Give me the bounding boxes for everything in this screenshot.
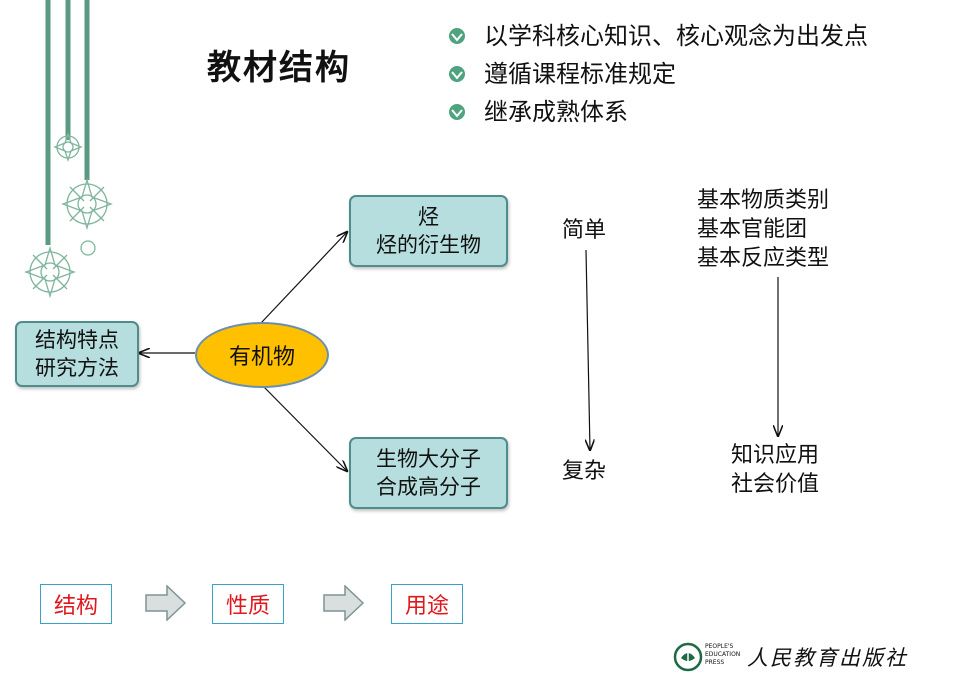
- center-node: 有机物: [195, 322, 329, 388]
- flow-box-use: 用途: [391, 584, 463, 624]
- focus-result: 知识应用 社会价值: [731, 443, 820, 497]
- publisher-emblem-icon: [673, 642, 703, 672]
- flow-arrow-icon: [323, 585, 365, 621]
- bullet-item: 以学科核心知识、核心观念为出发点: [446, 18, 868, 56]
- bottom-node: 生物大分子 合成高分子: [349, 437, 508, 509]
- publisher-en-name: PEOPLE'S EDUCATION PRESS: [705, 643, 741, 666]
- label-simple: 简单: [562, 218, 607, 243]
- bullet-icon: [449, 66, 465, 82]
- focus-list: 基本物质类别 基本官能团 基本反应类型: [697, 188, 830, 271]
- label-complex: 复杂: [562, 459, 607, 484]
- page-title: 教材结构: [207, 48, 351, 88]
- flow-arrow-icon: [145, 585, 187, 621]
- arrow-to-bottom-node: [260, 383, 347, 471]
- publisher-logo: PEOPLE'S EDUCATION PRESS 人民教育出版社: [673, 640, 923, 680]
- bullet-icon: [449, 104, 465, 120]
- top-node: 烃 烃的衍生物: [349, 195, 508, 267]
- flow-box-structure: 结构: [40, 584, 112, 624]
- flow-box-property: 性质: [212, 584, 284, 624]
- bullet-icon: [449, 28, 465, 44]
- bullet-item: 遵循课程标准规定: [446, 56, 868, 94]
- arrow-simple-to-complex: [586, 249, 590, 450]
- arrow-to-top-node: [260, 232, 347, 324]
- left-node: 结构特点 研究方法: [15, 321, 139, 387]
- decorative-ornament: [24, 0, 113, 299]
- bullet-item: 继承成熟体系: [446, 94, 868, 132]
- publisher-cn-name: 人民教育出版社: [747, 646, 908, 670]
- bullet-list: 以学科核心知识、核心观念为出发点 遵循课程标准规定 继承成熟体系: [446, 18, 868, 132]
